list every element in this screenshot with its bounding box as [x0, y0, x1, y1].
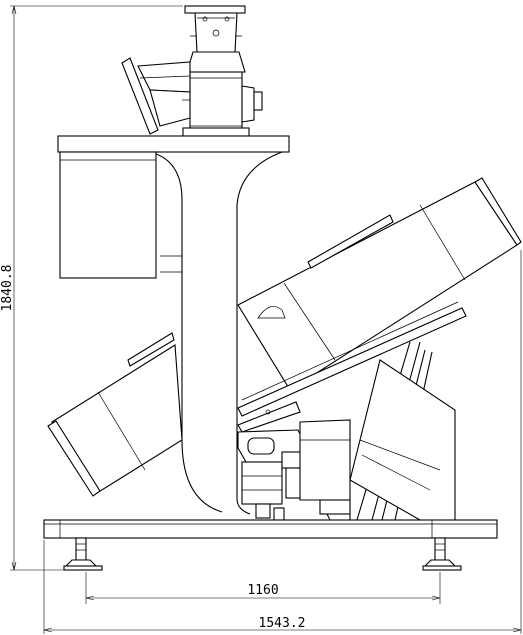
- chamber-struts: [349, 341, 456, 521]
- top-plate: [57, 135, 290, 153]
- overall-width-dimension: [43, 250, 522, 634]
- feed-hopper: [182, 5, 250, 137]
- leveling-foot-right: [422, 537, 462, 571]
- foot-span-dimension: [85, 572, 441, 604]
- control-box: [59, 151, 157, 279]
- top-feeder-chute: [121, 57, 263, 135]
- foot-span-dimension-label: 1160: [247, 583, 278, 598]
- lower-sorting-chamber: [47, 332, 183, 497]
- overall-width-dimension-label: 1543.2: [259, 616, 306, 631]
- upper-sorting-chamber: [237, 177, 522, 433]
- leveling-foot-left: [63, 537, 103, 571]
- ejector-assembly: [237, 419, 351, 521]
- height-dimension: [10, 5, 183, 571]
- base-frame: [43, 519, 498, 539]
- height-dimension-label: 1840.8: [0, 265, 15, 312]
